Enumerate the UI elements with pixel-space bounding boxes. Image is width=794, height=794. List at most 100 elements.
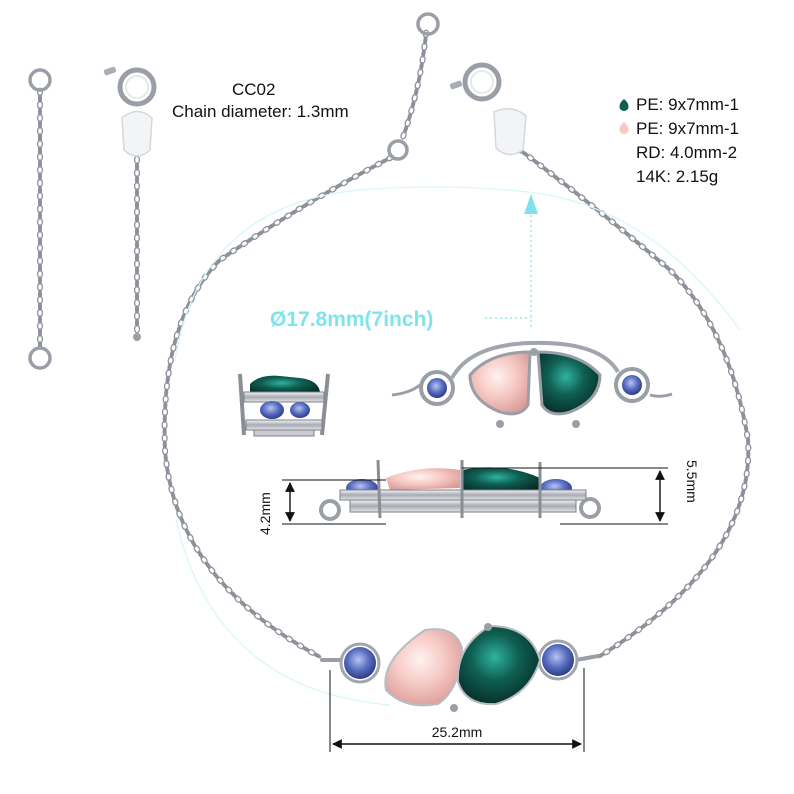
chain-link — [134, 188, 140, 197]
chain-link — [174, 504, 180, 513]
chain-link — [531, 158, 540, 165]
chain-link — [689, 293, 697, 301]
chain-link — [313, 652, 322, 659]
chain-link — [184, 528, 191, 537]
chain-link — [583, 198, 591, 205]
chain-link — [573, 190, 581, 197]
chain-link — [134, 162, 140, 171]
chain-link — [619, 638, 627, 645]
chain-link — [740, 488, 746, 497]
height-label-right: 5.5mm — [684, 460, 700, 503]
chain-link — [37, 107, 43, 116]
chain-link — [163, 401, 168, 410]
spring-clasp-piece — [103, 66, 157, 341]
chain-link — [743, 475, 748, 485]
chain-link — [746, 436, 751, 446]
chain-link — [746, 449, 751, 459]
chain-link — [37, 224, 43, 233]
chain-link — [221, 581, 228, 589]
pendant-sapphire-right — [542, 644, 574, 676]
chain-link — [280, 632, 288, 639]
chain-link — [301, 202, 309, 209]
chain-link — [239, 600, 247, 607]
chain-link — [640, 622, 648, 630]
extender-top-ring — [28, 68, 52, 92]
spec-round-stones: RD: 4.0mm-2 — [636, 143, 737, 162]
chain-link — [613, 222, 621, 230]
chain-group — [36, 29, 752, 659]
chain-link — [414, 87, 419, 96]
chain-link — [705, 558, 712, 566]
product-code: CC02 — [232, 80, 275, 99]
chain-link — [134, 305, 140, 314]
chain-link — [663, 264, 671, 271]
main-clasp-tag — [493, 108, 527, 156]
chain-link — [730, 373, 736, 383]
chain-link — [37, 315, 43, 324]
chain-link — [235, 244, 243, 251]
mid-jump-ring — [387, 139, 409, 161]
width-label: 25.2mm — [432, 724, 483, 740]
chain-link — [204, 561, 211, 569]
chain-link — [716, 337, 722, 346]
chain-link — [629, 630, 638, 637]
pendant-pink-pear — [384, 628, 464, 707]
side-view — [238, 373, 330, 437]
chain-link — [741, 411, 746, 420]
front-view — [319, 459, 601, 521]
chain-link — [134, 253, 140, 262]
chain-link — [681, 283, 689, 291]
chain-link — [407, 112, 412, 121]
chain-link — [410, 100, 416, 109]
chain-link — [697, 568, 704, 576]
main-pendant — [320, 623, 600, 712]
chain-link — [416, 74, 422, 84]
chain-link — [670, 597, 678, 605]
chain-link — [162, 427, 167, 436]
top-view-pink-pear — [468, 350, 532, 416]
chain-link — [37, 146, 43, 155]
chain-link — [37, 159, 43, 168]
chain-link — [521, 150, 529, 157]
chain-link — [552, 174, 560, 181]
chain-link — [542, 166, 550, 173]
chain-link — [246, 237, 254, 243]
chain-link — [357, 170, 366, 177]
chain-link — [170, 491, 176, 500]
chain-link — [679, 588, 687, 596]
height-dimension-right: 5.5mm — [462, 460, 700, 525]
chain-link — [176, 325, 182, 334]
chain-link — [650, 614, 658, 621]
top-jump-ring — [416, 12, 440, 36]
chain-link — [134, 318, 140, 327]
chain-link — [37, 211, 43, 220]
main-clasp — [387, 12, 527, 161]
chain-link — [608, 645, 616, 652]
chain-link — [269, 624, 277, 632]
chain-link — [745, 462, 750, 472]
chain-diameter-label: Chain diameter: 1.3mm — [172, 102, 349, 121]
pink-pear-icon — [619, 122, 629, 134]
chain-link — [37, 94, 43, 103]
chain-link — [212, 571, 220, 580]
chain-link — [249, 608, 257, 616]
chain-link — [267, 223, 276, 229]
chain-link — [743, 424, 749, 433]
chain-link — [37, 198, 43, 207]
front-view-pink-stone — [386, 468, 460, 490]
chain-link — [37, 185, 43, 194]
chain-link — [673, 273, 680, 281]
chain-link — [37, 172, 43, 181]
chain-link — [688, 578, 696, 586]
chain-link — [368, 164, 377, 170]
diameter-guide: Ø17.8mm(7inch) — [174, 186, 741, 706]
chain-link — [162, 440, 167, 449]
chain-link — [190, 539, 197, 548]
diameter-arrow-icon — [524, 194, 538, 214]
chain-link — [164, 388, 169, 397]
chain-link — [134, 214, 140, 223]
chain-link — [134, 175, 140, 184]
green-pear-icon — [619, 99, 629, 111]
chain-link — [256, 230, 265, 236]
chain-link — [259, 617, 267, 624]
